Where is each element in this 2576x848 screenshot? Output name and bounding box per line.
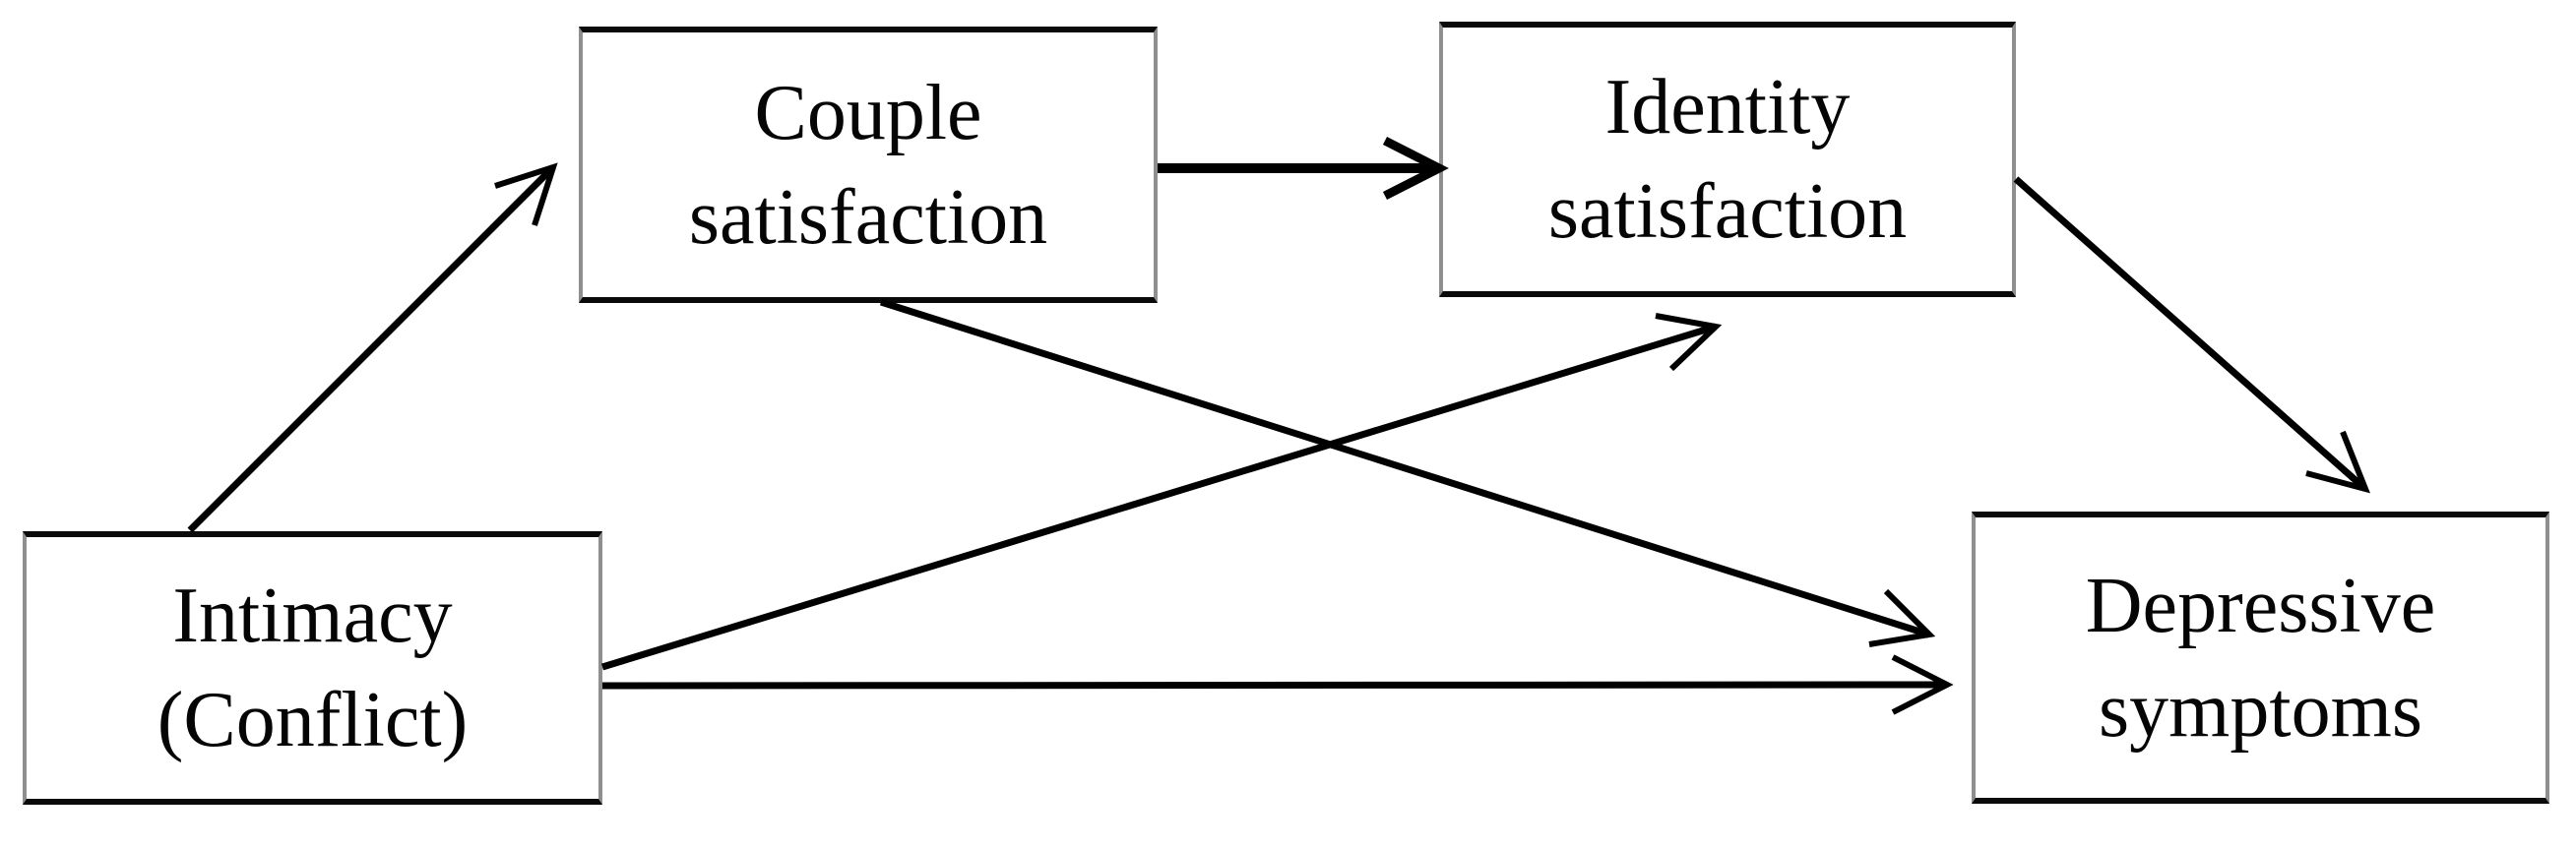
node-depressive-symptoms: Depressive symptoms: [1972, 512, 2549, 804]
arrow-intimacy-to-depressive: [601, 654, 1954, 715]
arrow-intimacy-to-couple: [187, 162, 558, 533]
node-label-line: symptoms: [2099, 666, 2422, 754]
node-label-line: Couple: [754, 69, 982, 156]
node-label-line: Depressive: [2085, 562, 2436, 649]
node-label-line: satisfaction: [688, 173, 1048, 261]
arrow-couple-to-identity: [1158, 136, 1449, 201]
arrowhead-icon: [2305, 430, 2370, 494]
node-label-line: (Conflict): [157, 677, 469, 763]
node-label-line: satisfaction: [1547, 168, 1908, 255]
arrowhead-icon: [494, 162, 558, 226]
arrowhead-icon: [1655, 313, 1723, 372]
arrow-intimacy-to-identity: [600, 313, 1723, 671]
node-label-line: Identity: [1604, 64, 1851, 151]
arrowhead-icon: [1891, 654, 1954, 715]
arrowhead-icon: [1868, 588, 1936, 647]
node-intimacy-conflict: Intimacy (Conflict): [23, 531, 602, 805]
node-label-line: Intimacy: [172, 573, 453, 659]
node-identity-satisfaction: Identity satisfaction: [1439, 22, 2016, 297]
arrow-identity-to-depressive: [2013, 176, 2370, 494]
arrow-couple-to-depressive: [879, 298, 1936, 647]
node-couple-satisfaction: Couple satisfaction: [579, 27, 1158, 303]
arrowhead-icon: [1382, 136, 1449, 201]
